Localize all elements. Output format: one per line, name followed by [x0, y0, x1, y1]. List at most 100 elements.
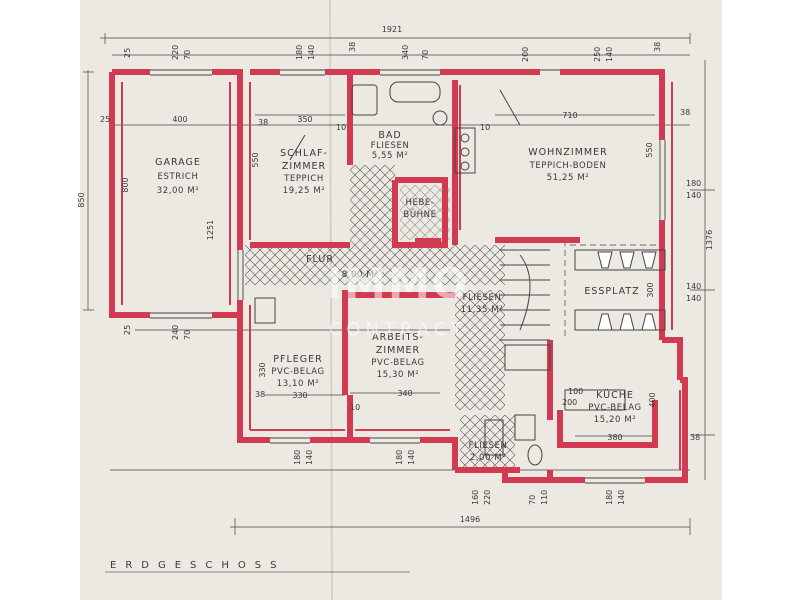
dim-right-win-3: 140	[686, 282, 701, 291]
dining-chairs	[597, 251, 657, 331]
dim-kueche-height: 400	[648, 392, 657, 407]
dim-right-win-4: 140	[686, 294, 701, 303]
kueche-floor: PVC-BELAG	[588, 403, 641, 413]
room-labels: GARAGE ESTRICH 32,00 M² SCHLAF- ZIMMER T…	[155, 130, 641, 463]
dim-top-win-7: 200	[521, 47, 530, 62]
right-margin	[722, 0, 800, 600]
dim-top-win-9: 140	[605, 47, 614, 62]
dim-garage-width: 400	[172, 115, 187, 124]
dim-right-win-1: 180	[686, 179, 701, 188]
dim-wall-38-c: 38	[690, 433, 700, 442]
dim-top-win-1: 220	[171, 45, 180, 60]
dim-kueche-width: 380	[607, 433, 622, 442]
garage-area: 32,00 M²	[157, 186, 200, 196]
dim-bot-win-2c: 140	[617, 490, 626, 505]
dim-wall-10-a: 10	[336, 123, 346, 132]
dim-top-win-3: 180	[295, 45, 304, 60]
dim-bottom-total: 1496	[460, 515, 480, 524]
bad-floor: FLIESEN	[371, 141, 410, 151]
hebe-name-2: BÜHNE	[403, 209, 436, 220]
dim-wall-38-b: 38	[255, 390, 265, 399]
hebe-name-1: HEBE-	[405, 198, 434, 208]
pfleger-name: PFLEGER	[273, 354, 322, 365]
dim-schlaf-height: 550	[251, 152, 260, 167]
garage-floor: ESTRICH	[158, 172, 199, 182]
arbeits-floor: PVC-BELAG	[371, 358, 424, 368]
dim-top-win-5: 340	[401, 45, 410, 60]
floor-label: ERDGESCHOSS	[110, 560, 285, 571]
kueche-name: KÜCHE	[596, 390, 634, 401]
dim-right-total: 1376	[705, 230, 714, 250]
dim-bot-win-8: 200	[562, 398, 577, 407]
dim-arbeits-width: 340	[397, 389, 412, 398]
watermark-main: IMMO	[327, 259, 470, 308]
flur-name: FLUR	[306, 254, 334, 265]
schlaf-name-2: ZIMMER	[282, 161, 326, 172]
dim-wall-10-b: 10	[480, 123, 490, 132]
pfleger-area: 13,10 M²	[277, 379, 320, 389]
dimension-labels: 1921 1496 850 1376 800 1251 400 350 550 …	[77, 25, 714, 524]
dim-left-win-1: 240	[171, 325, 180, 340]
schlaf-name-1: SCHLAF-	[280, 148, 328, 159]
dim-top-win-4: 140	[307, 45, 316, 60]
dim-bot-win-4: 220	[483, 490, 492, 505]
kleinbad-area: 2,00 M²	[470, 453, 507, 463]
dim-wall-25-c: 25	[123, 325, 132, 335]
wc-area: 11,35 M²	[461, 305, 504, 315]
schlaf-area: 19,25 M²	[283, 186, 326, 196]
wc-floor: FLIESEN	[463, 293, 502, 303]
bad-name: BAD	[378, 130, 401, 141]
dim-bot-win-2b: 140	[407, 450, 416, 465]
dim-bot-win-6: 110	[540, 490, 549, 505]
dim-wall-38-f: 38	[348, 42, 357, 52]
dim-wall-38-e: 38	[653, 42, 662, 52]
dim-bot-win-1b: 180	[395, 450, 404, 465]
dim-wall-25-a: 25	[100, 115, 110, 124]
dim-left-win-2: 70	[183, 330, 192, 340]
dim-bot-win-7: 100	[568, 387, 583, 396]
dim-wohn-height: 550	[645, 142, 654, 157]
garage-name: GARAGE	[155, 157, 201, 168]
wohn-name: WOHNZIMMER	[528, 147, 607, 158]
dim-top-win-2: 70	[183, 50, 192, 60]
windows	[150, 69, 666, 484]
arbeits-area: 15,30 M²	[377, 370, 420, 380]
floor-plan-paper	[80, 0, 722, 600]
dim-bot-win-5: 70	[528, 495, 537, 505]
dim-right-win-2: 140	[686, 191, 701, 200]
kleinbad-floor: FLIESEN	[469, 441, 508, 451]
dim-bot-win-3: 160	[471, 490, 480, 505]
dim-wall-10-c: 10	[350, 403, 360, 412]
dim-bot-win-1c: 180	[605, 490, 614, 505]
watermark: IMMO CONTRACT	[327, 259, 470, 340]
flur-area: 8,00 M²	[342, 270, 379, 280]
dim-top-win-8: 250	[593, 47, 602, 62]
dim-wall-38-d: 38	[680, 108, 690, 117]
fixtures	[254, 81, 666, 466]
dim-pfleger-height: 330	[258, 362, 267, 377]
pfleger-floor: PVC-BELAG	[271, 367, 324, 377]
dim-wall-38-a: 38	[258, 118, 268, 127]
watermark-sub: CONTRACT	[329, 319, 468, 340]
dim-top-total: 1921	[382, 25, 402, 34]
essplatz-name: ESSPLATZ	[584, 286, 639, 297]
bad-area: 5,55 M²	[372, 151, 409, 161]
dim-wohn-width: 710	[562, 111, 577, 120]
dim-essplatz: 300	[646, 282, 655, 297]
dim-pfleger-width: 330	[292, 391, 307, 400]
arbeits-name-2: ZIMMER	[376, 345, 420, 356]
schlaf-floor: TEPPICH	[283, 174, 324, 184]
left-margin	[0, 0, 80, 600]
dim-bot-win-2: 140	[305, 450, 314, 465]
hatched-areas	[245, 165, 515, 470]
wohn-floor: TEPPICH-BODEN	[529, 161, 607, 171]
walls	[109, 69, 688, 483]
dim-schlaf-width: 350	[297, 115, 312, 124]
dim-left-total: 850	[77, 192, 86, 207]
dim-top-win-6: 70	[421, 50, 430, 60]
kueche-area: 15,20 M²	[594, 415, 637, 425]
dim-garage-height: 800	[121, 177, 130, 192]
inner-wall-lines	[121, 82, 681, 470]
arbeits-name-1: ARBEITS-	[372, 332, 424, 343]
